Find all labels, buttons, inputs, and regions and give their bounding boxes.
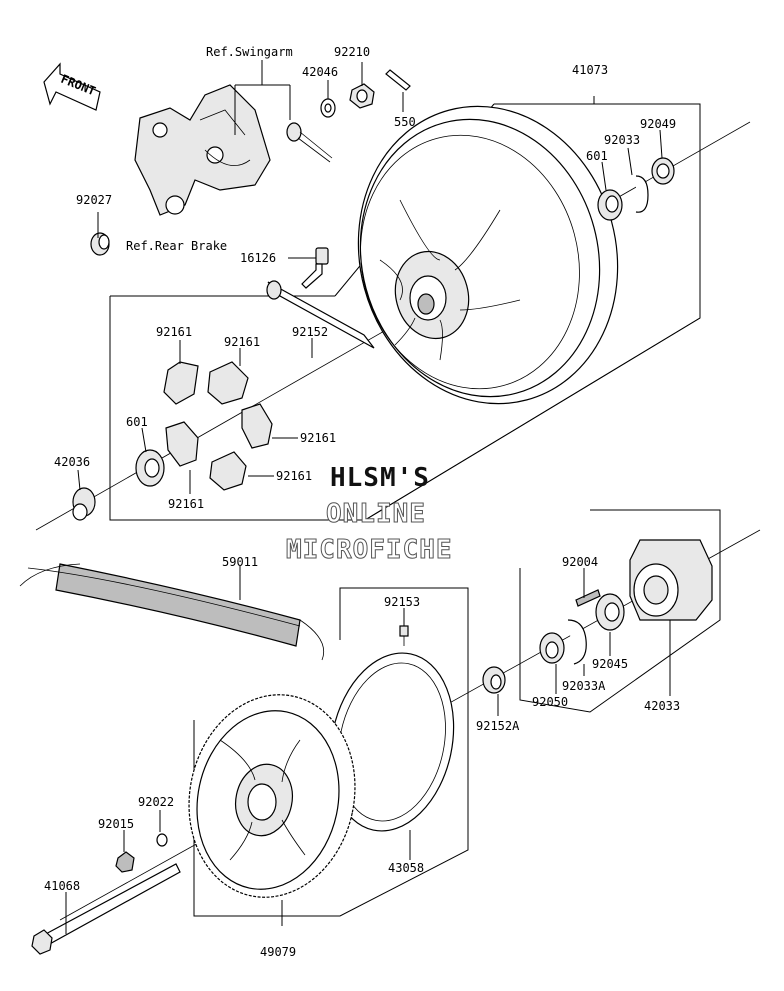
part-92153-bolt (399, 625, 409, 646)
part-42036-collar (72, 487, 96, 521)
label-92161-c: 92161 (300, 431, 336, 445)
axle-bolt-upper (286, 122, 333, 163)
label-92022: 92022 (138, 795, 174, 809)
label-92050: 92050 (532, 695, 568, 709)
part-550-cotter-pin (385, 69, 411, 91)
part-92161-damper-e (209, 451, 247, 491)
swingarm-bracket (134, 84, 271, 216)
part-43058-ring (329, 652, 455, 832)
ref-rear-brake-label: Ref.Rear Brake (126, 239, 227, 253)
label-92152: 92152 (292, 325, 328, 339)
label-92027: 92027 (76, 193, 112, 207)
part-92045-bearing (595, 593, 625, 631)
watermark-line-1: HLSM'S (330, 463, 430, 493)
watermark: HLSM'S ONLINE MICROFICHE (286, 463, 453, 566)
label-92161-e: 92161 (168, 497, 204, 511)
part-92027-collar (90, 232, 110, 256)
part-92161-damper-d (165, 421, 199, 467)
part-92161-damper-c (241, 403, 273, 449)
part-601-bearing-top (597, 189, 623, 221)
rear-wheel-41073 (357, 105, 619, 405)
part-601-bearing-left (135, 449, 165, 487)
label-92153: 92153 (384, 595, 420, 609)
label-43058: 43058 (388, 861, 424, 875)
label-92161-d: 92161 (276, 469, 312, 483)
part-92210-nut (349, 83, 375, 109)
label-92152A: 92152A (476, 719, 520, 733)
label-92161-a: 92161 (156, 325, 192, 339)
part-42046-washer (320, 98, 336, 118)
label-92045: 92045 (592, 657, 628, 671)
label-49079: 49079 (260, 945, 296, 959)
ref-swingarm-label: Ref.Swingarm (206, 45, 293, 59)
label-92210: 92210 (334, 45, 370, 59)
part-92152-spacer (266, 280, 375, 349)
part-49079-sprocket (188, 694, 356, 898)
label-601-left: 601 (126, 415, 148, 429)
label-41068: 41068 (44, 879, 80, 893)
label-42033: 42033 (644, 699, 680, 713)
label-59011: 59011 (222, 555, 258, 569)
part-92152A-collar (482, 666, 506, 694)
label-16126: 16126 (240, 251, 276, 265)
label-550: 550 (394, 115, 416, 129)
part-41068-axle (31, 863, 181, 955)
part-59011-drive-belt (19, 563, 325, 661)
label-92161-b: 92161 (224, 335, 260, 349)
label-92033-top: 92033 (604, 133, 640, 147)
watermark-line-3: MICROFICHE (286, 535, 453, 565)
label-601-top: 601 (586, 149, 608, 163)
part-92004-stud (575, 589, 601, 607)
watermark-line-2: ONLINE (326, 499, 426, 529)
part-92161-damper-b (207, 361, 249, 405)
part-92033A-circlip (567, 619, 587, 665)
part-92022-washer (156, 833, 168, 847)
label-92049: 92049 (640, 117, 676, 131)
part-92050-seal (539, 632, 565, 664)
part-92049-seal (651, 157, 675, 185)
label-92015: 92015 (98, 817, 134, 831)
label-92033A: 92033A (562, 679, 606, 693)
part-16126-valve (301, 247, 329, 289)
front-arrow-icon: FRONT (43, 62, 101, 111)
label-41073: 41073 (572, 63, 608, 77)
part-92033-circlip (635, 175, 649, 213)
part-92161-damper-a (163, 361, 199, 405)
label-92004: 92004 (562, 555, 598, 569)
part-92015-nut (115, 851, 135, 873)
label-42036: 42036 (54, 455, 90, 469)
hub-group-frame (519, 509, 721, 713)
part-42033-hub (629, 539, 713, 621)
label-42046: 42046 (302, 65, 338, 79)
